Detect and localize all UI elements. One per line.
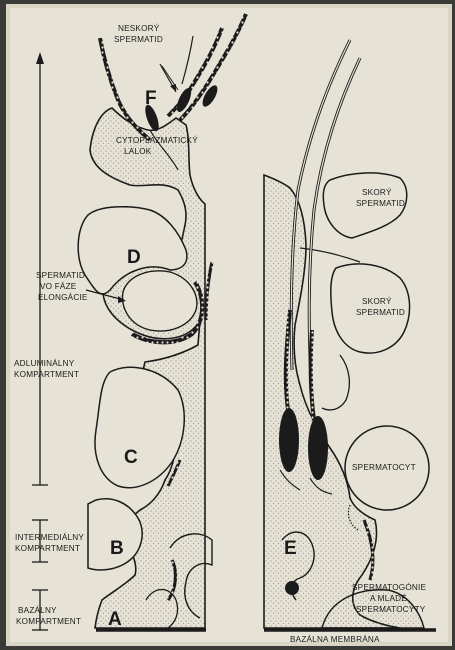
label-elong-3: ELONGÁCIE — [38, 292, 88, 302]
label-skory-b-2: SPERMATID — [356, 308, 405, 317]
label-sg-2: A MLADÉ — [370, 593, 407, 603]
letter-F: F — [145, 88, 157, 109]
letter-D: D — [127, 247, 141, 268]
label-cyto-2: LALOK — [124, 147, 152, 156]
letter-E: E — [284, 538, 297, 559]
label-membrane: BAZÁLNA MEMBRÁNA — [290, 634, 380, 644]
label-neskory-2: SPERMATID — [114, 35, 163, 44]
label-spermatocyt: SPERMATOCYT — [352, 463, 416, 472]
label-skory-a-2: SPERMATID — [356, 199, 405, 208]
label-skory-b-1: SKORÝ — [362, 296, 392, 306]
label-elong-2: VO FÁZE — [40, 281, 77, 291]
label-adlum-2: KOMPARTMENT — [14, 370, 79, 379]
label-adlum-1: ADLUMINÁLNY — [14, 358, 75, 368]
label-skory-a-1: SKORÝ — [362, 187, 392, 197]
label-sg-3: SPERMATOCYTY — [356, 605, 426, 614]
label-neskory-1: NESKORÝ — [118, 23, 160, 33]
label-inter-2: KOMPARTMENT — [15, 544, 80, 553]
letter-B: B — [110, 538, 124, 559]
letter-C: C — [124, 447, 138, 468]
label-sg-1: SPERMATOGÓNIE — [352, 582, 427, 592]
label-cyto-1: CYTOPLAZMATICKÝ — [116, 135, 198, 145]
label-inter-1: INTERMEDIÁLNY — [15, 532, 84, 542]
label-bazal-1: BAZÁLNY — [18, 605, 57, 615]
elongating-spermatid-head — [123, 271, 197, 331]
label-elong-1: SPERMATID — [36, 271, 85, 280]
letter-A: A — [108, 609, 122, 630]
label-bazal-2: KOMPARTMENT — [16, 617, 81, 626]
